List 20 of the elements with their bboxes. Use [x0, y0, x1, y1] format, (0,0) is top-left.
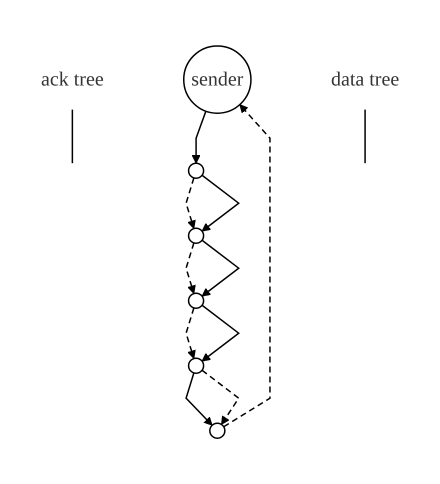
circle-node — [188, 227, 204, 244]
circle-node — [188, 292, 204, 309]
arrow — [185, 372, 212, 426]
arrow — [185, 308, 196, 359]
arrow — [201, 240, 240, 296]
text-label: data tree — [330, 68, 400, 90]
text-label: ack tree — [40, 68, 104, 90]
circle-node — [188, 162, 204, 179]
circle-node — [208, 422, 226, 439]
arrow — [201, 304, 240, 362]
arrow — [223, 104, 271, 428]
leader-line — [364, 110, 366, 164]
circle-node: sender — [182, 45, 252, 114]
leader-line — [72, 110, 73, 164]
arrow — [201, 370, 240, 425]
arrow — [201, 174, 240, 232]
arrow — [192, 110, 206, 164]
arrow — [185, 178, 196, 229]
circle-node — [188, 357, 204, 374]
arrow — [185, 242, 196, 294]
